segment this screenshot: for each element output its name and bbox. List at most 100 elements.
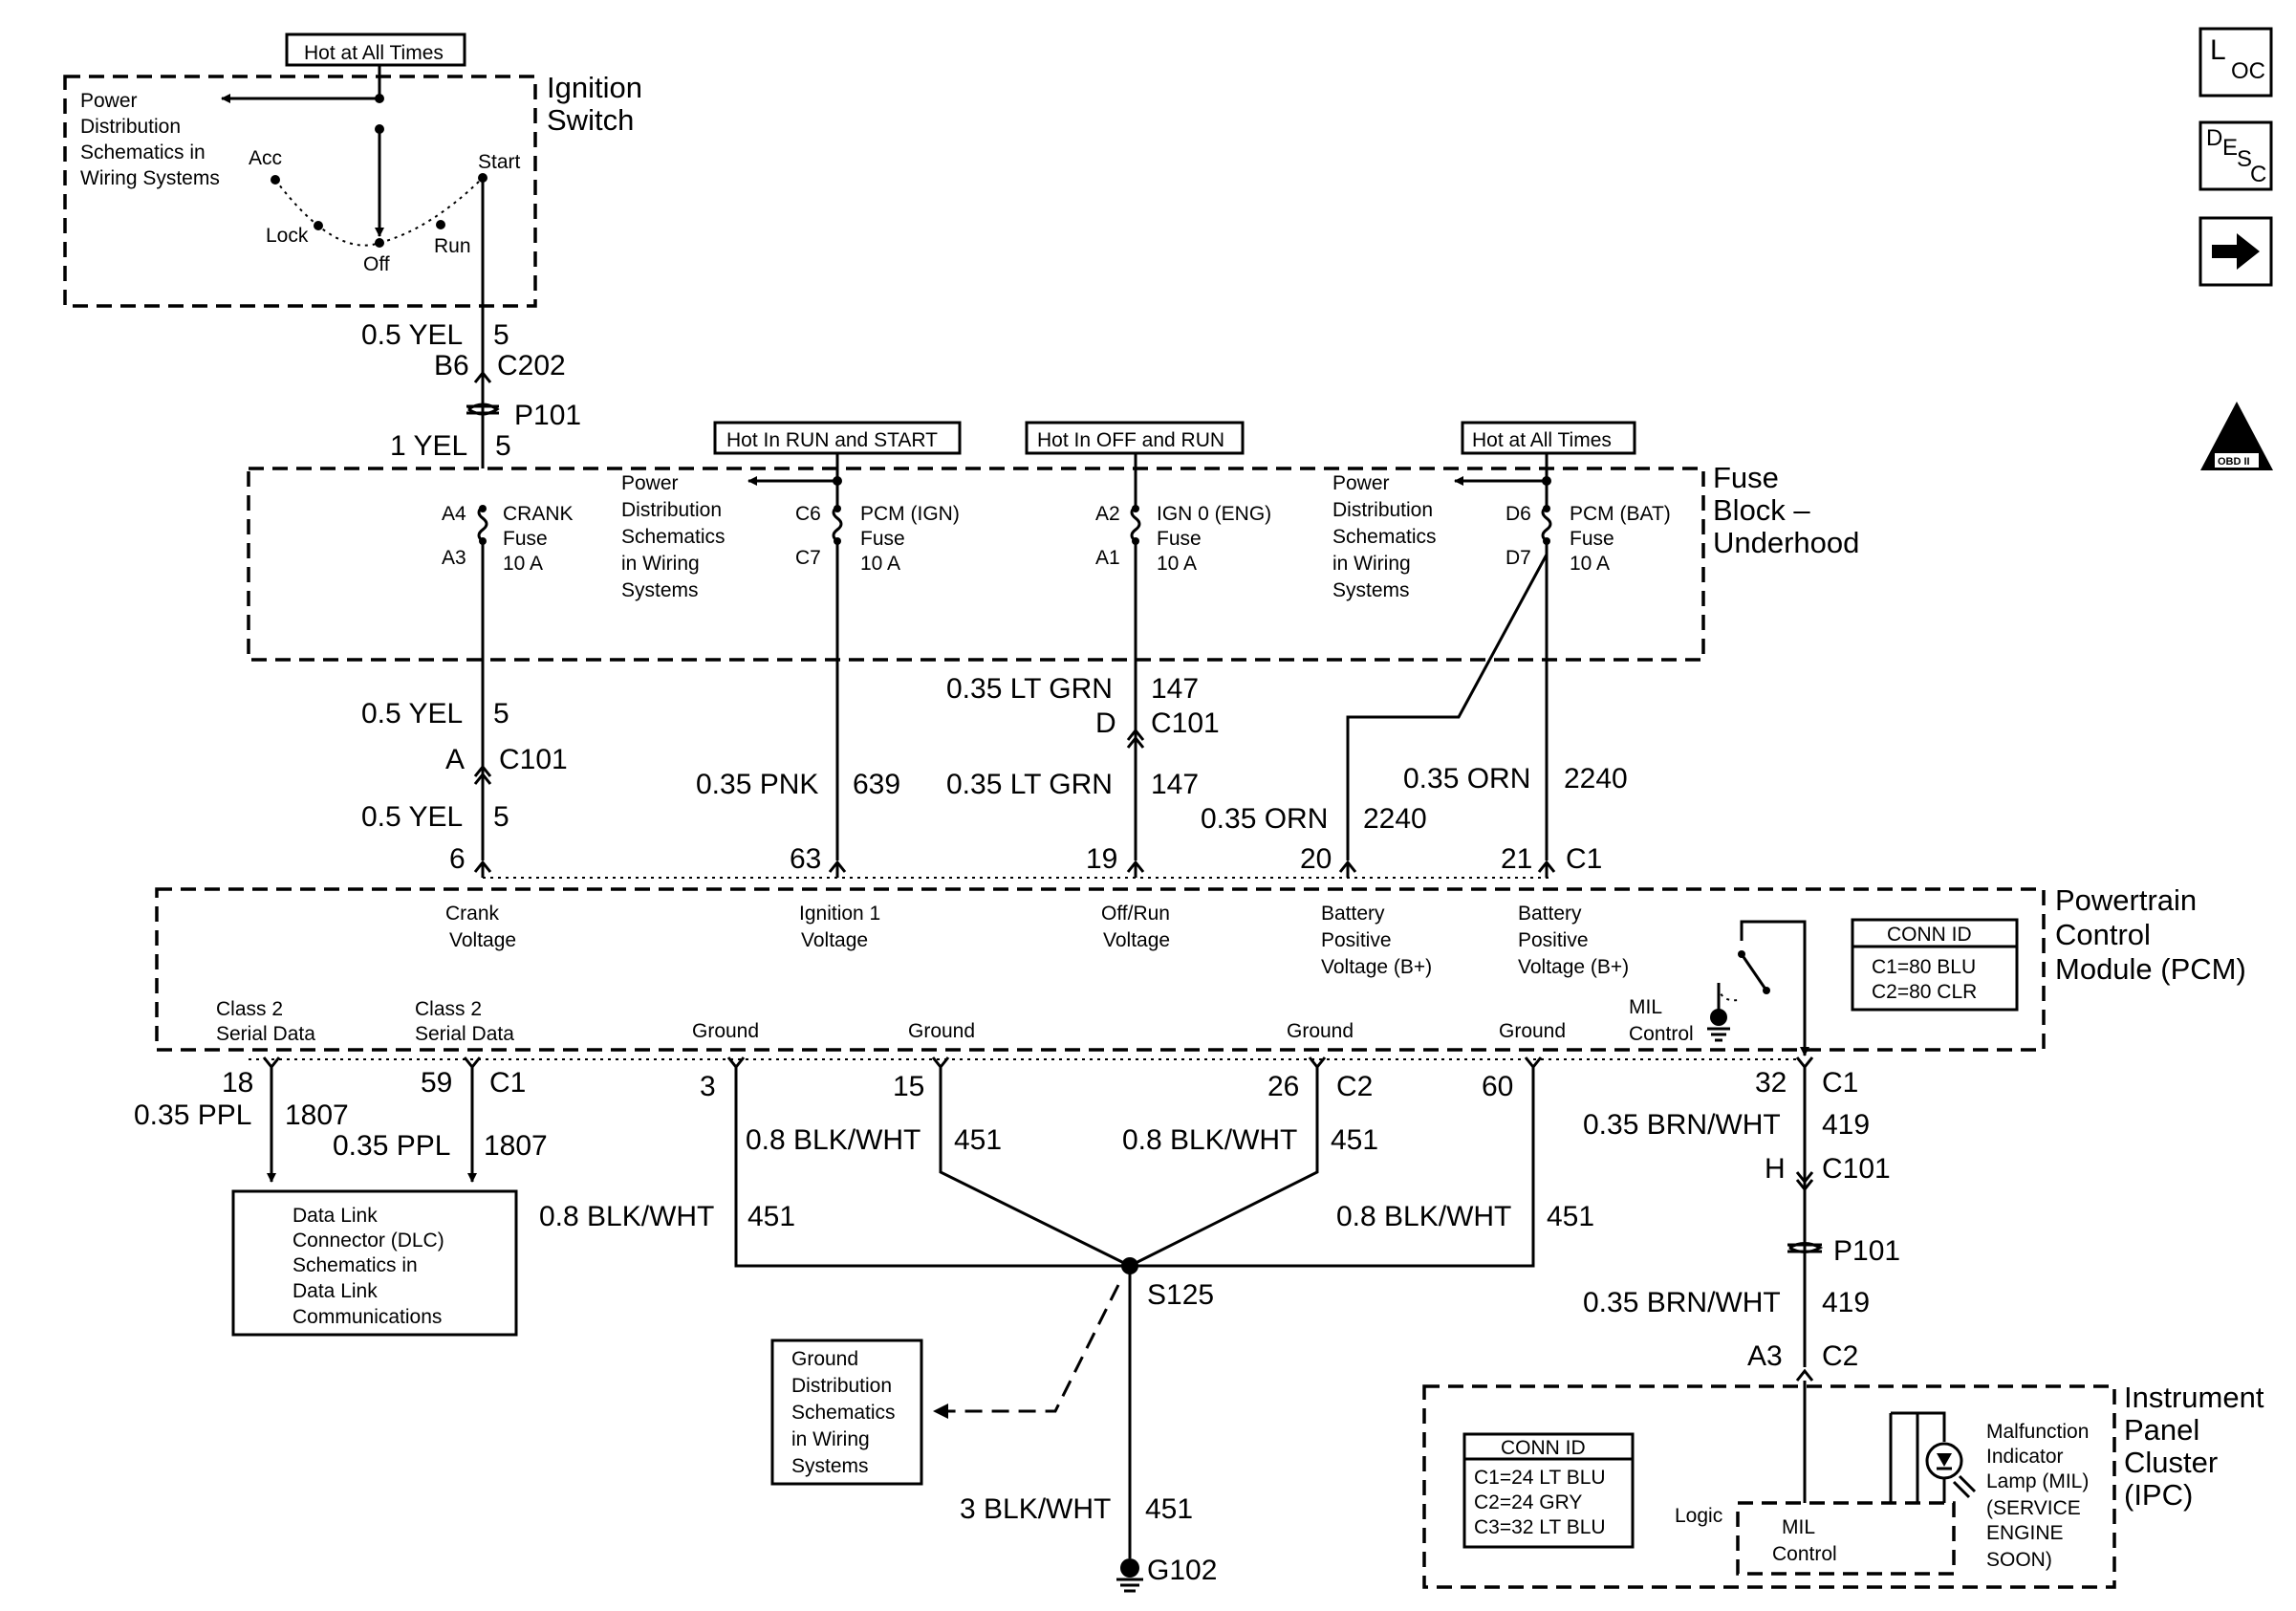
pcm-batt1-3: Voltage (B+): [1321, 956, 1432, 978]
wire-circuit: 1807: [285, 1099, 349, 1131]
gd-4: in Wiring: [791, 1428, 870, 1450]
ipc-box: [1422, 1384, 2116, 1589]
ignition-title-1: Ignition: [547, 71, 642, 104]
wire-circuit: 419: [1822, 1109, 1870, 1141]
hot-run-start: Hot In RUN and START: [726, 429, 938, 451]
ipc-mil-1: MIL: [1782, 1516, 1815, 1538]
wire-circuit: 5: [493, 319, 509, 351]
pcm-title-2: Control: [2055, 918, 2151, 951]
class2b-2: Serial Data: [415, 1023, 514, 1045]
gd-2: Distribution: [791, 1375, 892, 1397]
fb-pd2-1: Power: [1332, 472, 1390, 494]
wire-gauge: 0.5 YEL: [361, 801, 463, 833]
pcm-crank-1: Crank: [445, 903, 500, 925]
c101-a-pin: A: [445, 744, 465, 775]
dlc-box: [231, 1189, 518, 1337]
wire-circuit: 451: [1547, 1201, 1594, 1232]
splice-label: S125: [1147, 1279, 1214, 1311]
ipc-title-2: Panel: [2124, 1413, 2199, 1447]
wire-gauge: 0.35 BRN/WHT: [1583, 1287, 1781, 1318]
pin-59: 59: [421, 1067, 452, 1099]
c101-h-pin: H: [1765, 1153, 1786, 1185]
pcm-box: [155, 887, 2046, 1052]
pcm-mil-1: MIL: [1629, 996, 1662, 1018]
ground-1: Ground: [692, 1020, 759, 1042]
dlc-3: Schematics in: [292, 1254, 418, 1276]
crank-pin-top: A4: [442, 503, 466, 525]
c101-a: C101: [499, 744, 568, 775]
class2b-1: Class 2: [415, 998, 482, 1020]
wire-gauge: 0.5 YEL: [361, 319, 463, 351]
wire-gauge: 0.35 LT GRN: [946, 673, 1113, 705]
pcm-offrun-2: Voltage: [1103, 929, 1170, 951]
ground-2: Ground: [908, 1020, 975, 1042]
pcm-ign1-1: Ignition 1: [799, 903, 880, 925]
pcm-ign-rating: 10 A: [860, 553, 900, 575]
pcm-ign-name: PCM (IGN): [860, 503, 960, 525]
fb-pd1-5: Systems: [621, 579, 699, 601]
fb-pd2-5: Systems: [1332, 579, 1410, 601]
dlc-4: Data Link: [292, 1280, 378, 1302]
pin-20: 20: [1300, 843, 1332, 875]
pin-6: 6: [449, 843, 466, 875]
desc-button[interactable]: D E S C: [2199, 120, 2273, 191]
pos-lock: Lock: [266, 225, 309, 247]
ign0-fuse: Fuse: [1157, 528, 1202, 550]
pin-26: 26: [1267, 1071, 1299, 1102]
conn-c1-top: C1: [1566, 843, 1602, 875]
obd-ii-icon: II OBD II: [2200, 402, 2273, 470]
gd-3: Schematics: [791, 1402, 896, 1424]
fb-pd1-1: Power: [621, 472, 679, 494]
wire-circuit: 451: [747, 1201, 795, 1232]
wire-circuit: 451: [954, 1124, 1002, 1156]
pcm-title-3: Module (PCM): [2055, 952, 2246, 986]
fb-pd2-2: Distribution: [1332, 499, 1433, 521]
lamp-4: (SERVICE: [1986, 1497, 2081, 1519]
pcm-ign-pin-top: C6: [795, 503, 821, 525]
ipc-conn-c2: C2: [1822, 1340, 1858, 1372]
ign0-name: IGN 0 (ENG): [1157, 503, 1271, 525]
c202-label: C202: [497, 350, 566, 381]
pcm-connid-c1: C1=80 BLU: [1872, 956, 1976, 978]
pcm-bat-fuse: Fuse: [1570, 528, 1614, 550]
ign-pd-3: Schematics in: [80, 142, 206, 163]
pcm-batt2-2: Positive: [1518, 929, 1589, 951]
pin-3: 3: [700, 1071, 716, 1102]
wire-gauge: 1 YEL: [390, 430, 467, 462]
fuse-title-2: Block –: [1713, 493, 1810, 527]
wire-circuit: 5: [493, 698, 509, 729]
gd-5: Systems: [791, 1455, 869, 1477]
crank-fuse-fuse: Fuse: [503, 528, 548, 550]
obd-main: II: [2227, 426, 2239, 450]
wire-gauge: 3 BLK/WHT: [960, 1493, 1111, 1525]
ipc-title-1: Instrument: [2124, 1381, 2264, 1414]
wire-gauge: 0.8 BLK/WHT: [1336, 1201, 1511, 1232]
wire-gauge: 0.8 BLK/WHT: [539, 1201, 714, 1232]
next-button[interactable]: [2199, 216, 2273, 287]
ipc-connid-c2: C2=24 GRY: [1474, 1491, 1582, 1513]
pcm-title-1: Powertrain: [2055, 883, 2197, 917]
c101-d-pin: D: [1095, 708, 1116, 739]
pcm-batt1-1: Battery: [1321, 903, 1385, 925]
ipc-mil-2: Control: [1772, 1543, 1837, 1565]
conn-c1-bottom-a: C1: [489, 1067, 526, 1099]
ign0-rating: 10 A: [1157, 553, 1197, 575]
pcm-batt2-1: Battery: [1518, 903, 1582, 925]
ipc-connid-title: CONN ID: [1501, 1437, 1586, 1459]
loc-button[interactable]: L OC: [2199, 27, 2273, 98]
dlc-1: Data Link: [292, 1205, 378, 1227]
lamp-1: Malfunction: [1986, 1421, 2089, 1443]
ground-label: G102: [1147, 1555, 1217, 1586]
lamp-2: Indicator: [1986, 1446, 2064, 1468]
wire-circuit: 5: [493, 801, 509, 833]
pcm-bat-pin-top: D6: [1505, 503, 1531, 525]
ipc-connid-c3: C3=32 LT BLU: [1474, 1516, 1606, 1538]
class2a-1: Class 2: [216, 998, 283, 1020]
dlc-2: Connector (DLC): [292, 1230, 444, 1252]
pcm-ign-pin-bot: C7: [795, 547, 821, 569]
dlc-5: Communications: [292, 1306, 442, 1328]
pcm-mil-2: Control: [1629, 1023, 1694, 1045]
fb-pd1-4: in Wiring: [621, 553, 700, 575]
ipc-title-3: Cluster: [2124, 1446, 2218, 1479]
ground-3: Ground: [1287, 1020, 1354, 1042]
